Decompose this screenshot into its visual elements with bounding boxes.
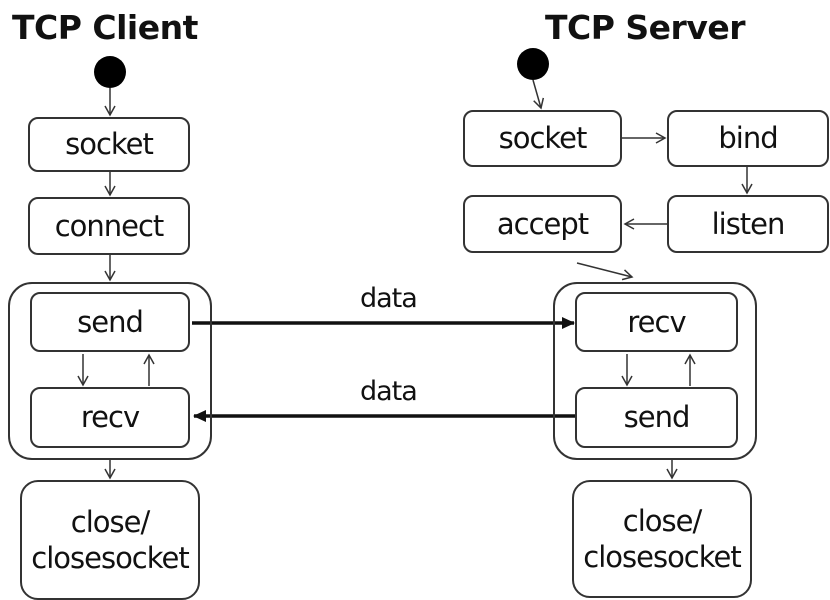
server-bind-step: bind <box>667 110 829 167</box>
server-socket-step: socket <box>463 110 622 167</box>
closesocket-line: closesocket <box>31 541 189 575</box>
data-label-top: data <box>360 283 418 314</box>
close-line: close/ <box>622 503 702 538</box>
server-exchange-group <box>553 282 757 460</box>
client-exchange-group <box>8 282 212 460</box>
server-title: TCP Server <box>545 8 746 47</box>
server-close-step: close/ closesocket <box>572 480 752 598</box>
close-line: close/ <box>70 504 150 539</box>
data-label-bottom: data <box>360 376 418 407</box>
client-start-node <box>94 56 126 88</box>
server-start-node <box>517 48 549 80</box>
client-title: TCP Client <box>12 8 198 47</box>
server-send-step: send <box>575 387 738 448</box>
client-send-step: send <box>30 292 190 352</box>
server-recv-step: recv <box>575 292 738 352</box>
client-connect-step: connect <box>28 197 190 255</box>
server-listen-step: listen <box>667 195 829 253</box>
server-accept-step: accept <box>463 195 622 253</box>
client-socket-step: socket <box>28 117 190 172</box>
client-recv-step: recv <box>30 387 190 448</box>
client-close-step: close/ closesocket <box>20 480 200 600</box>
closesocket-line: closesocket <box>583 540 741 574</box>
